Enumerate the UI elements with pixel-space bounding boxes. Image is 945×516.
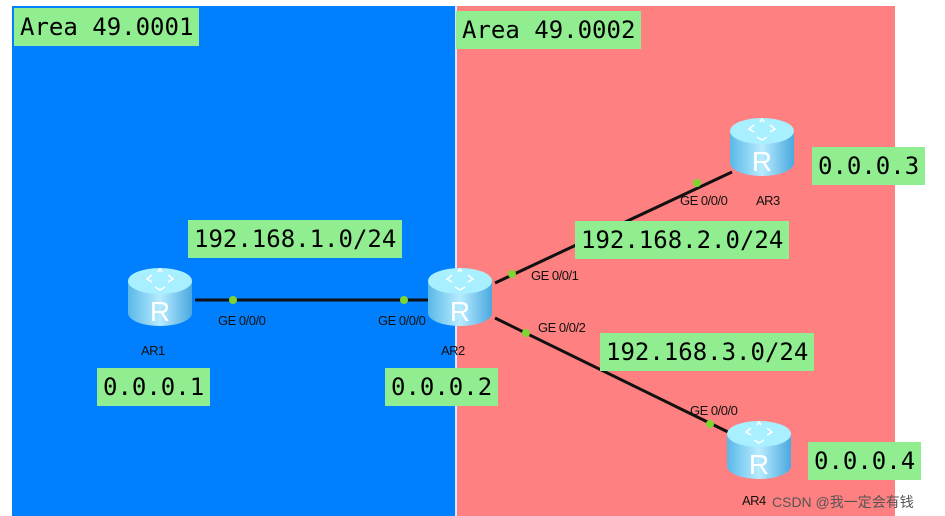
- port-dot: [706, 420, 714, 428]
- port-dot: [400, 296, 408, 304]
- area-49-0002: [455, 6, 895, 516]
- network-label-3: 192.168.3.0/24: [600, 333, 815, 371]
- link-ar2-ar4: [494, 316, 729, 434]
- interface-ar2-ge000: GE 0/0/0: [378, 313, 426, 328]
- router-id-ar1: 0.0.0.1: [97, 368, 211, 406]
- network-label-1: 192.168.1.0/24: [188, 220, 403, 258]
- interface-ar1-ge000: GE 0/0/0: [218, 313, 266, 328]
- interface-ar4-ge000: GE 0/0/0: [690, 403, 738, 418]
- router-name-ar4: AR4: [742, 493, 766, 508]
- interface-ar3-ge000: GE 0/0/0: [680, 193, 728, 208]
- network-label-2: 192.168.2.0/24: [575, 221, 790, 259]
- area-label-2: Area 49.0002: [456, 11, 642, 49]
- port-dot: [508, 270, 516, 278]
- area-49-0001: [12, 6, 455, 516]
- router-id-ar2: 0.0.0.2: [385, 368, 499, 406]
- router-name-ar1: AR1: [141, 343, 165, 358]
- watermark: CSDN @我一定会有钱: [772, 494, 914, 510]
- area-label-1: Area 49.0001: [14, 8, 200, 46]
- router-ar1-icon[interactable]: [127, 267, 193, 328]
- port-dot: [693, 179, 701, 187]
- router-id-ar3: 0.0.0.3: [812, 147, 926, 185]
- router-ar4-icon[interactable]: [726, 420, 792, 481]
- interface-ar2-ge001: GE 0/0/1: [531, 268, 579, 283]
- router-ar2-icon[interactable]: [427, 267, 493, 328]
- interface-ar2-ge002: GE 0/0/2: [538, 320, 586, 335]
- router-id-ar4: 0.0.0.4: [808, 442, 922, 480]
- router-ar3-icon[interactable]: [729, 117, 795, 178]
- port-dot: [522, 329, 530, 337]
- port-dot: [229, 296, 237, 304]
- router-name-ar2: AR2: [441, 343, 465, 358]
- router-name-ar3: AR3: [756, 193, 780, 208]
